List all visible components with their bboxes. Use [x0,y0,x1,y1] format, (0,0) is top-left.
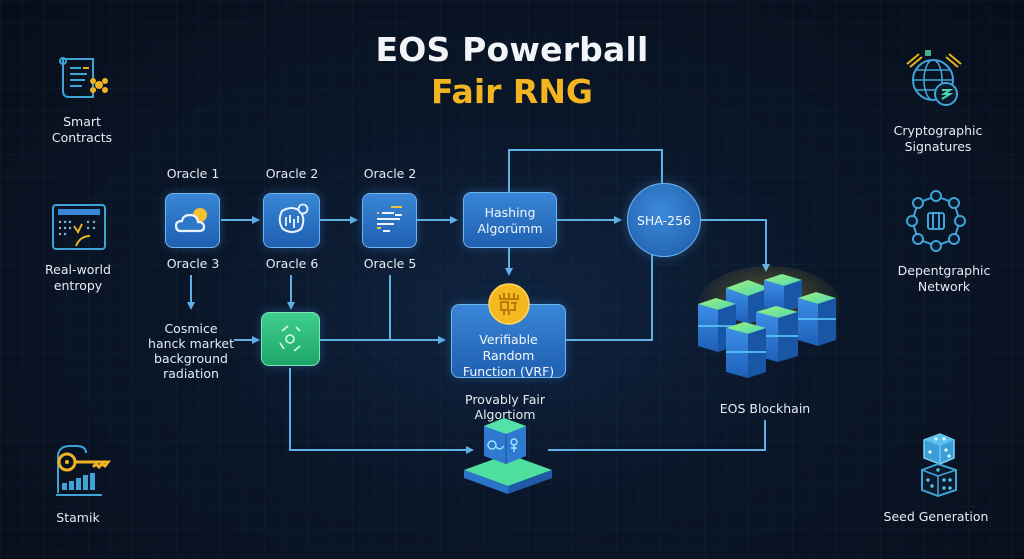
wire-green-provably [289,368,474,454]
wire-loop-top [508,149,663,192]
entropy-mixer-node[interactable] [261,312,320,366]
oracle-bottom-label-2: Oracle 6 [265,256,319,271]
depentgraphic-network-label: Depentgraphic Network [897,263,991,294]
scroll-contract-icon [55,55,111,109]
oracle-node-3[interactable] [362,193,417,248]
rotate-chip-icon [279,325,301,352]
data-chip-icon [278,203,309,233]
eos-blockchain-label: EOS Blockhain [719,401,811,416]
key-chart-icon [52,443,112,503]
real-world-entropy-label: Real-world entropy [45,262,111,293]
wire-sha-blockchain [700,219,770,272]
vrf-coin-icon [488,283,530,329]
wire-provably-blockchain [548,420,766,451]
block-front [726,322,766,378]
block-back-2 [764,274,802,312]
wire-vrf-sha [566,252,653,341]
network-hub-icon [906,190,966,256]
globe-signature-icon [905,50,965,116]
block-right [798,292,836,346]
vrf-node[interactable]: Verifiable Random Function (VRF) [451,304,566,379]
oracle-node-2[interactable] [263,193,320,248]
entropy-panel-icon [50,202,108,256]
dice-icon [916,432,962,502]
provably-fair-cube-icon[interactable] [464,418,554,498]
oracle-top-label-1: Oracle 1 [166,166,220,181]
eos-blockchain-cubes-icon[interactable] [694,266,844,390]
stamik-label: Stamik [56,510,100,525]
smart-contracts-label: Smart Contracts [51,114,113,145]
oracle-top-label-2: Oracle 2 [265,166,319,181]
oracle-top-label-3: Oracle 2 [363,166,417,181]
cloud-sun-icon [174,208,207,233]
oracle-bottom-label-3: Oracle 5 [363,256,417,271]
seed-generation-label: Seed Generation [883,509,989,524]
sha256-node[interactable]: SHA-256 [627,183,701,257]
text-lines-icon [377,206,402,232]
hashing-algorithm-node[interactable]: Hashing Algorümm [463,192,557,248]
oracle-node-1[interactable] [165,193,220,248]
cryptographic-signatures-label: Cryptographic Signatures [893,123,983,154]
entropy-source-label: Cosmice hanck market background radiatio… [148,321,234,381]
page-subtitle: Fair RNG [430,72,594,111]
page-title: EOS Powerball [375,30,649,69]
oracle-bottom-label-1: Oracle 3 [166,256,220,271]
provably-fair-label: Provably Fair Algortiom [465,392,545,422]
